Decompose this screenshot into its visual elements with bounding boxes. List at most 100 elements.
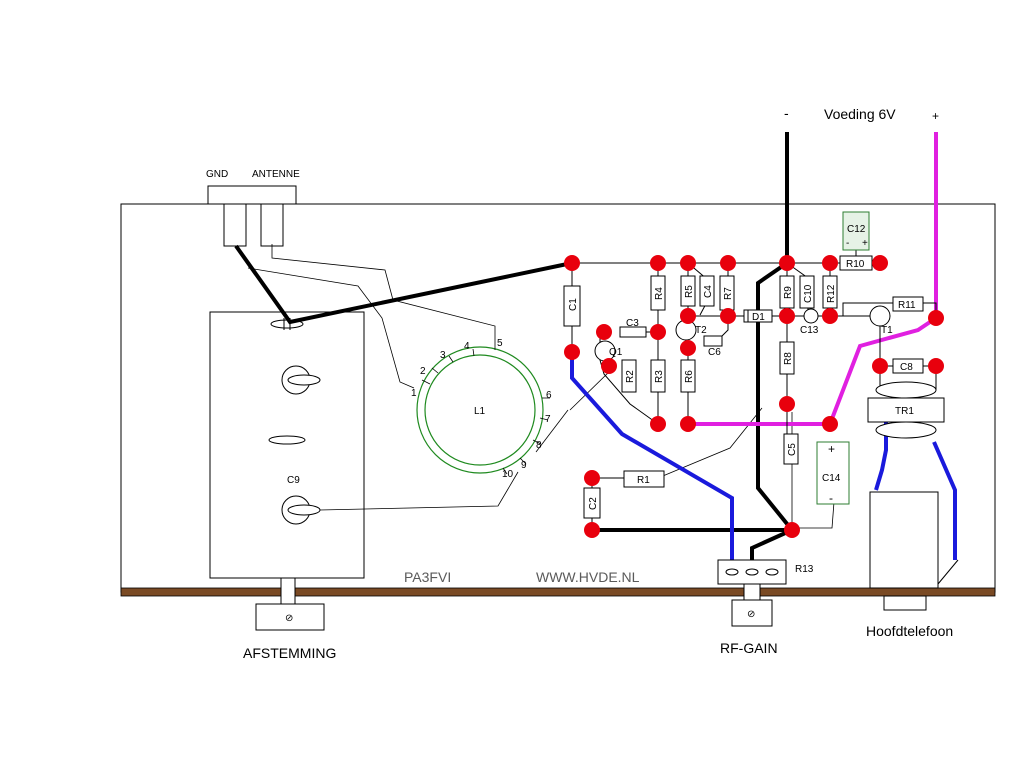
c14-minus: - [829, 491, 833, 505]
solder-pads [564, 255, 944, 538]
r3-label: R3 [654, 370, 665, 383]
antenna-terminal [260, 203, 284, 247]
headphone-jack-socket [883, 595, 927, 611]
gnd-terminal [223, 203, 247, 247]
c2-label: C2 [588, 497, 599, 510]
c10-body [799, 275, 815, 309]
r8-body [779, 341, 795, 375]
coil-tap-marks [421, 348, 550, 475]
r10-label: R10 [846, 259, 865, 270]
thin-hookup-wires [247, 244, 835, 529]
q1-label: Q1 [609, 347, 623, 358]
website-text: WWW.HVDE.NL [536, 569, 640, 585]
coil-tap-1: 1 [411, 388, 417, 399]
c5-label: C5 [787, 443, 798, 456]
r1-body [623, 470, 665, 488]
c12-plus: + [862, 238, 868, 249]
r12-label: R12 [826, 284, 837, 303]
r13-label: R13 [795, 564, 814, 575]
c3-body [619, 326, 647, 338]
r7-label: R7 [723, 287, 734, 300]
r1-label: R1 [637, 475, 650, 486]
wire-ground-return [756, 261, 794, 532]
t2-label: T2 [695, 325, 707, 336]
r11-label: R11 [898, 300, 916, 311]
antenna-connector-block [207, 185, 297, 205]
c1-label: C1 [568, 298, 579, 311]
c9-label: C9 [287, 475, 300, 486]
tr1-transformer [867, 397, 945, 423]
c9-shaft-slot [268, 435, 306, 445]
r8-label: R8 [783, 352, 794, 365]
c4-body [699, 275, 715, 307]
rf-gain-knob-symbol: ⊘ [747, 609, 755, 620]
coil-tap-10: 10 [502, 469, 514, 480]
component-bodies [563, 255, 924, 519]
headphones-label: Hoofdtelefoon [866, 623, 953, 639]
r6-body [680, 359, 696, 393]
coil-tap-6: 6 [546, 390, 552, 401]
gnd-label: GND [206, 169, 228, 180]
power-supply-label: Voeding 6V [824, 106, 896, 122]
t1-transistor [869, 305, 891, 327]
callsign-text: PA3FVI [404, 569, 451, 585]
c4-label: C4 [703, 285, 714, 298]
tuning-knob-symbol: ⊘ [285, 613, 293, 624]
r6-label: R6 [684, 370, 695, 383]
coil-l1-label: L1 [474, 406, 486, 417]
coil-l1-outer [416, 346, 544, 474]
wire-r6-to-c14 [688, 316, 938, 426]
c9-variable-capacitor-body [209, 311, 365, 579]
c5-body [783, 433, 799, 465]
coil-tap-7: 7 [545, 414, 551, 425]
r4-body [650, 275, 666, 311]
c12-label: C12 [847, 224, 866, 235]
c3-label: C3 [626, 318, 639, 329]
wire-antenna-to-c1 [234, 244, 573, 325]
coil-tap-5: 5 [497, 338, 503, 349]
c14-label: C14 [822, 473, 841, 484]
rf-gain-shaft [743, 583, 761, 601]
d1-body [743, 309, 773, 323]
c14-plus: + [828, 442, 835, 456]
antenna-label: ANTENNE [252, 169, 300, 180]
coil-tap-4: 4 [464, 341, 470, 352]
c1-body [563, 285, 581, 327]
wire-c1-to-r13 [570, 352, 734, 572]
coil-tap-2: 2 [420, 366, 426, 377]
c12-minus: - [846, 238, 849, 249]
headphone-jack-body [869, 491, 939, 589]
c6-label: C6 [708, 347, 721, 358]
power-minus-sign: - [784, 105, 789, 121]
rf-gain-knob[interactable] [731, 599, 773, 627]
r9-label: R9 [783, 286, 794, 299]
coil-tap-3: 3 [440, 350, 446, 361]
r4-label: R4 [654, 287, 665, 300]
c9-shaft [280, 577, 296, 605]
d1-label: D1 [752, 312, 765, 323]
c13-label: C13 [800, 325, 819, 336]
chassis-bottom-strip [120, 587, 996, 597]
r5-body [680, 275, 696, 307]
c13-capacitor [803, 308, 819, 324]
c8-body [892, 358, 924, 374]
wire-tr1-phones-right [932, 441, 957, 560]
r5-label: R5 [684, 285, 695, 298]
c6-body [703, 335, 723, 347]
c10-label: C10 [803, 284, 814, 303]
tuning-label: AFSTEMMING [243, 645, 336, 661]
c8-label: C8 [900, 362, 913, 373]
t1-label: T1 [881, 325, 893, 336]
c14-electrolytic [816, 441, 850, 505]
coil-tap-8: 8 [536, 440, 542, 451]
tuning-knob[interactable] [255, 603, 325, 631]
r2-label: R2 [625, 370, 636, 383]
power-plus-sign: + [932, 109, 939, 123]
c12-electrolytic [842, 211, 870, 251]
coil-l1-inner [424, 354, 536, 466]
rf-gain-label: RF-GAIN [720, 640, 778, 656]
tr1-label: TR1 [895, 406, 914, 417]
r11-body [892, 296, 924, 312]
coil-tap-9: 9 [521, 460, 527, 471]
